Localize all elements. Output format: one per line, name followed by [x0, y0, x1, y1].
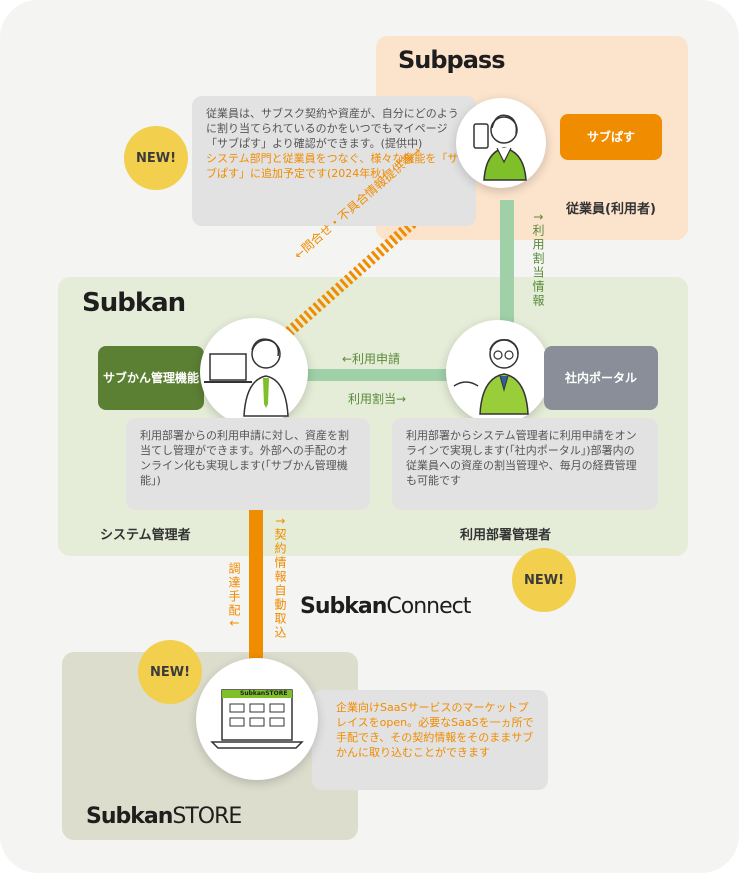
employee-avatar — [456, 98, 546, 188]
dept-role-label: 利用部署管理者 — [460, 528, 552, 543]
subkan-logo: Subkan — [82, 288, 186, 318]
admin-description: 利用部署からの利用申請に対し、資産を割当てし管理ができます。外部への手配のオンラ… — [126, 418, 370, 510]
procurement-flow-label: 調達手配↓ — [227, 562, 241, 631]
subpass-description: 従業員は、サブスク契約や資産が、自分にどのように割り当てられているのかをいつでも… — [192, 96, 476, 226]
subkan-portal-tag: 社内ポータル — [544, 346, 658, 410]
contract-import-flow-label: ↑契約情報自動取込 — [273, 516, 287, 641]
usage-allocation-flow-label: 利用割当→ — [348, 392, 407, 406]
usage-request-flow-label: ←利用申請 — [342, 352, 401, 366]
subpass-new-badge: NEW! — [124, 126, 188, 190]
connect-new-badge: NEW! — [512, 548, 576, 612]
connector-admin-to-store — [249, 510, 263, 660]
admin-with-laptop-icon — [204, 338, 289, 417]
subkan-connect-logo: SubkanConnect — [300, 594, 471, 619]
admin-role-label: システム管理者 — [100, 528, 191, 543]
store-screen-title: SubkanSTORE — [240, 690, 288, 697]
store-avatar — [196, 658, 318, 780]
manager-with-glasses-icon — [453, 338, 529, 415]
admin-avatar — [200, 318, 308, 426]
employee-role-label: 従業員(利用者) — [566, 202, 656, 217]
employee-with-phone-icon — [473, 114, 527, 181]
store-new-badge: NEW! — [138, 640, 202, 704]
store-laptop-icon — [210, 689, 304, 749]
dept-description: 利用部署からシステム管理者に利用申請をオンラインで実現します(「社内ポータル」)… — [392, 418, 658, 510]
subkan-admin-tag: サブかん管理機能 — [98, 346, 204, 410]
subkan-store-logo: SubkanSTORE — [86, 804, 242, 829]
connector-admin-to-dept — [300, 369, 460, 381]
subpass-logo: Subpass — [398, 46, 505, 74]
dept-manager-avatar — [446, 320, 550, 424]
store-description: 企業向けSaaSサービスのマーケットプレイスをopen。必要なSaaSを一ヵ所で… — [312, 690, 548, 790]
usage-info-flow-label: ↑利用割当情報 — [531, 212, 545, 309]
connector-employee-to-dept — [500, 200, 514, 330]
subpass-tag: サブぱす — [560, 114, 662, 160]
